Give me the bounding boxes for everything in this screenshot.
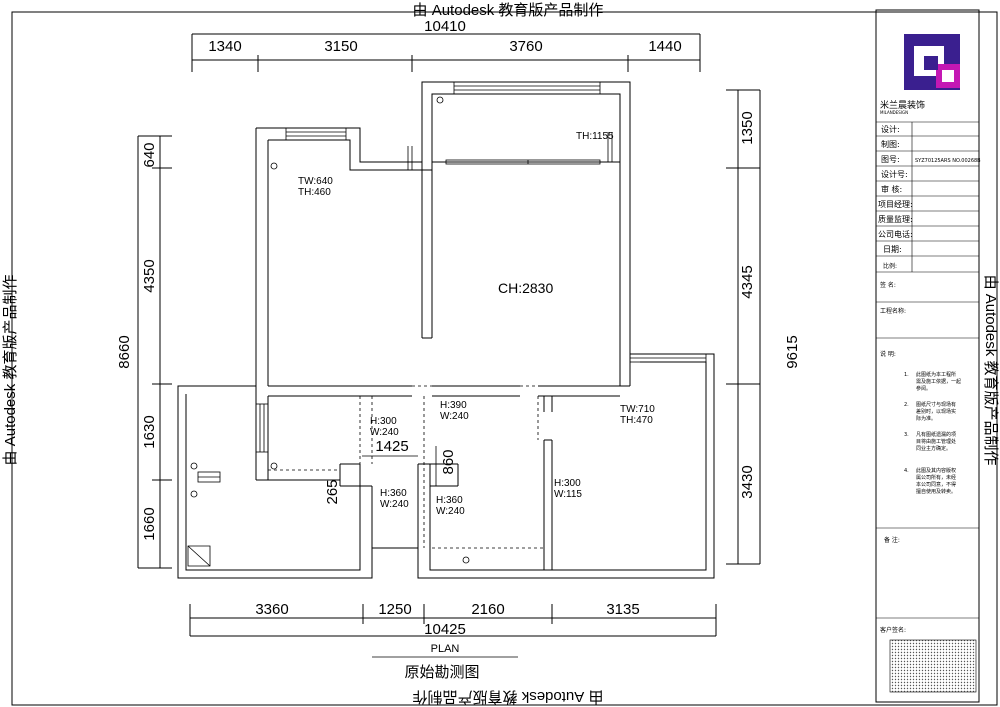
dim-top-total: 10410 — [424, 18, 466, 35]
note-2-num: 2. — [904, 402, 909, 408]
note-3-line-1: 凡有图纸遗漏的项 — [916, 431, 956, 438]
dim-inner-860: 860 — [440, 449, 457, 474]
field-design-no: 设计号: — [881, 169, 908, 179]
dim-top-seg-1: 1340 — [208, 38, 241, 55]
notes: 1. 此图纸为本工程所 需及施工依据，一起 参阅。 2. 图纸尺寸与现场有 差别… — [904, 371, 961, 495]
fixtures — [187, 96, 470, 567]
field-date: 日期: — [883, 245, 902, 254]
dim-inner-1425: 1425 — [375, 438, 408, 455]
annot-th460: TH:460 — [298, 187, 331, 198]
field-quality: 质量监理: — [878, 214, 913, 224]
annot-h360a: H:360 — [380, 488, 407, 499]
field-drawing-no: 图号: — [881, 155, 900, 164]
annot-ceiling-height: CH:2830 — [498, 280, 553, 296]
note-1-line-1: 此图纸为本工程所 — [916, 371, 956, 378]
client-signature-area — [889, 639, 977, 693]
left-dimension — [137, 135, 172, 569]
note-3-num: 3. — [904, 432, 909, 438]
watermark-left: 由 Autodesk 教育版产品制作 — [2, 275, 19, 466]
annot-w240c: W:240 — [380, 499, 409, 510]
dim-bottom-seg-1: 3360 — [255, 601, 288, 618]
note-3-line-3: 同业主方确定。 — [916, 445, 951, 452]
dim-bottom-seg-2: 1250 — [378, 601, 411, 618]
note-4-line-4: 擅自使用及转卖。 — [916, 488, 956, 495]
dim-right-seg-3: 3430 — [739, 465, 756, 498]
dim-left-seg-1: 640 — [141, 142, 158, 167]
note-2-line-2: 差别时，以现场实 — [916, 408, 956, 415]
dim-right-total: 9615 — [784, 335, 801, 368]
watermark-bottom: 由 Autodesk 教育版产品制作 — [413, 688, 604, 705]
annot-w240d: W:240 — [436, 506, 465, 517]
right-dimension — [726, 89, 761, 565]
annot-w115: W:115 — [554, 489, 582, 500]
dim-top-seg-3: 3760 — [509, 38, 542, 55]
logo-subtext: MILANDESIGN — [880, 110, 908, 115]
watermark-right: 由 Autodesk 教育版产品制作 — [982, 275, 999, 466]
dim-bottom-total: 10425 — [424, 621, 466, 638]
field-client-sign: 客户签名: — [880, 626, 906, 634]
field-drafter: 制图: — [881, 139, 900, 149]
dim-inner-265: 265 — [324, 479, 341, 504]
dim-left-total: 8660 — [116, 335, 133, 368]
field-phone: 公司电话: — [878, 229, 913, 239]
drawing-title: 原始勘测图 — [404, 663, 479, 681]
inner-dimension-lines — [362, 446, 437, 486]
dashed-beams — [268, 385, 544, 549]
dim-bottom-seg-3: 2160 — [471, 601, 504, 618]
field-review: 审 核: — [881, 184, 902, 194]
note-2-line-1: 图纸尺寸与现场有 — [916, 401, 956, 408]
note-1-num: 1. — [904, 372, 909, 378]
annot-th470: TH:470 — [620, 415, 653, 426]
note-2-line-3: 际为准。 — [916, 415, 936, 422]
annot-h300a: H:300 — [370, 416, 397, 427]
watermark-top: 由 Autodesk 教育版产品制作 — [413, 2, 604, 19]
dim-top-seg-4: 1440 — [648, 38, 681, 55]
note-4-num: 4. — [904, 468, 909, 474]
annot-th1155: TH:1155 — [576, 131, 614, 142]
annot-h360b: H:360 — [436, 495, 463, 506]
notes-title: 说 明: — [880, 350, 896, 358]
dim-right-seg-1: 1350 — [739, 111, 756, 144]
note-4-line-3: 本公司同意，不得 — [916, 481, 956, 488]
dim-left-seg-3: 1630 — [141, 415, 158, 448]
plan-label: PLAN — [431, 643, 460, 655]
dim-left-seg-4: 1660 — [141, 507, 158, 540]
annot-w240b: W:240 — [440, 411, 469, 422]
annot-tw640: TW:640 — [298, 176, 333, 187]
dim-bottom-seg-4: 3135 — [606, 601, 639, 618]
annot-h300b: H:300 — [554, 478, 581, 489]
note-1-line-2: 需及施工依据，一起 — [916, 378, 961, 385]
top-dimension — [191, 33, 701, 72]
note-1-line-3: 参阅。 — [916, 385, 931, 392]
field-sign: 签 名: — [880, 281, 896, 289]
field-project-name: 工程名称: — [880, 307, 906, 315]
note-4-line-2: 属公司所有，未经 — [916, 474, 956, 481]
annot-w240a: W:240 — [370, 427, 399, 438]
field-designer: 设计: — [881, 124, 900, 134]
field-remark: 备 注: — [884, 536, 900, 544]
field-project-manager: 项目经理: — [878, 199, 913, 209]
drawing-frame — [11, 11, 998, 706]
dim-top-seg-2: 3150 — [324, 38, 357, 55]
windows — [255, 81, 707, 453]
dim-left-seg-2: 4350 — [141, 259, 158, 292]
field-scale: 比例: — [883, 262, 897, 270]
annot-tw710: TW:710 — [620, 404, 655, 415]
annot-h390: H:390 — [440, 400, 467, 411]
note-4-line-1: 此图及其内容版权 — [916, 467, 956, 474]
bottom-dimension — [189, 604, 717, 637]
note-3-line-2: 目将由施工管理处 — [916, 438, 956, 445]
drawing-no-value: SYZ70125ARS NO.00268B — [915, 158, 981, 164]
company-logo — [904, 34, 960, 90]
logo-text: 米兰晨装饰 — [880, 99, 925, 111]
title-block: 米兰晨装饰 MILANDESIGN 设计: 制图: 图号: SYZ70125AR… — [875, 9, 981, 703]
dim-right-seg-2: 4345 — [739, 265, 756, 298]
